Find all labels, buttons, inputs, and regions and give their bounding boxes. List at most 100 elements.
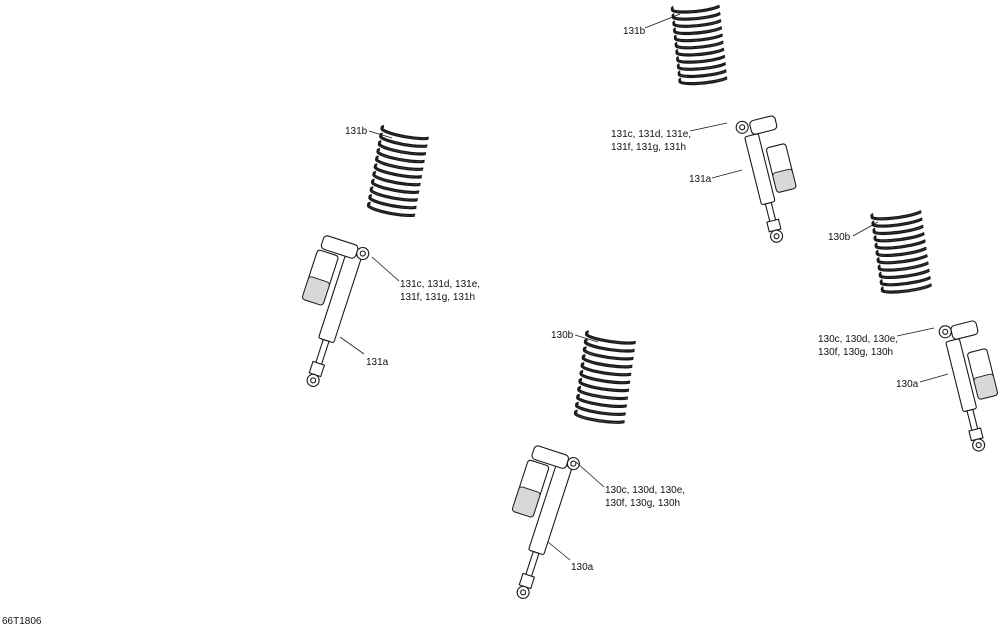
label-shock-right: 130a [896, 379, 919, 390]
spring-coil-front [580, 361, 632, 375]
spring-coil-inner [676, 56, 726, 64]
spring-coil-inner [372, 172, 421, 187]
spring-coil-inner [672, 20, 722, 28]
spring-coil-inner [377, 141, 426, 156]
spring-coil-inner [583, 339, 635, 353]
shock-absorber-130a-center [511, 445, 580, 599]
spring-coil-inner [573, 411, 625, 424]
spring-coil-inner [674, 42, 724, 50]
spring-coil-inner [380, 126, 429, 141]
spring-coil-inner [370, 180, 420, 194]
coil-spring-130b-center [573, 330, 636, 424]
label-hw-center-line1: 130c, 130d, 130e, [605, 485, 685, 496]
coil-spring-130b-right [870, 209, 933, 294]
spring-coil-front [871, 217, 923, 227]
spring-coil-inner [577, 387, 628, 401]
spring-coil-inner [879, 277, 932, 287]
spring-coil-inner [675, 49, 725, 57]
spring-coil-inner [877, 262, 929, 272]
spring-coil-front [585, 330, 636, 344]
spring-coil-inner [368, 195, 417, 210]
spring-coil-front [380, 124, 429, 139]
spring-coil-front [873, 231, 925, 241]
label-hw-right-line2: 130f, 130g, 130h [818, 347, 893, 358]
label-hw-left-line1: 131c, 131d, 131e, [400, 279, 480, 290]
spring-coil-inner [580, 363, 632, 377]
spring-coil-inner [880, 284, 933, 294]
label-spring-center: 130b [551, 330, 574, 341]
shock-absorber-131a-left [301, 235, 370, 387]
spring-coil-inner [579, 371, 631, 385]
spring-coil-inner [581, 355, 633, 369]
spring-coil-front [877, 261, 929, 271]
spring-coil-front [579, 369, 631, 383]
spring-coil-front [371, 178, 420, 193]
spring-coil-front [372, 170, 421, 185]
spring-coil-front [874, 239, 926, 249]
label-spring-top: 131b [623, 26, 646, 37]
leader-shock-top [711, 169, 743, 179]
spring-coil-front [872, 224, 924, 234]
leader-spring-right [852, 221, 879, 237]
spring-coil-inner [872, 226, 924, 236]
coil-spring-131b-left [366, 124, 429, 218]
spring-coil-front [879, 275, 931, 285]
spring-coil-inner [574, 403, 626, 416]
leader-shock-right [919, 373, 949, 383]
shock-absorber-131a-top [735, 115, 797, 243]
spring-coil-inner [374, 157, 424, 171]
label-hw-right-line1: 130c, 130d, 130e, [818, 334, 898, 345]
leader-shock-center [547, 541, 571, 561]
leader-spring-center [574, 334, 599, 343]
spring-coil-inner [670, 6, 721, 14]
spring-coil-inner [366, 203, 416, 218]
spring-coil-front [576, 393, 628, 407]
label-hw-top-line2: 131f, 131g, 131h [611, 142, 686, 153]
spring-coil-front [875, 246, 927, 256]
spring-coil-front [584, 338, 635, 351]
shock-absorber-130a-right [938, 320, 998, 452]
spring-coil-inner [876, 255, 928, 265]
spring-coil-front [670, 4, 720, 13]
leader-spring-left [368, 130, 393, 139]
leader-shock-left [339, 336, 365, 355]
spring-coil-front [581, 354, 633, 367]
label-hw-center-line2: 130f, 130g, 130h [605, 498, 680, 509]
spring-coil-front [575, 401, 626, 415]
spring-coil-inner [678, 77, 728, 86]
spring-coil-front [369, 186, 419, 201]
spring-coil-inner [673, 27, 723, 36]
leader-spring-top [644, 13, 681, 29]
leader-hw-center [575, 461, 605, 488]
spring-coil-inner [379, 134, 428, 148]
spring-coil-front [376, 147, 425, 162]
spring-coil-front [375, 155, 424, 170]
spring-coil-inner [676, 63, 727, 71]
spring-coil-inner [875, 248, 927, 258]
label-hw-left-line2: 131f, 131g, 131h [400, 292, 475, 303]
spring-coil-front [582, 346, 634, 359]
diagram-id: 66T1806 [2, 616, 42, 627]
spring-coil-front [876, 253, 928, 263]
spring-coil-inner [673, 34, 724, 43]
spring-coil-inner [373, 164, 422, 179]
spring-coil-front [367, 201, 416, 216]
spring-coil-inner [578, 379, 630, 393]
coil-spring-131b-top [670, 4, 728, 86]
spring-coil-inner [878, 270, 930, 280]
label-spring-right: 130b [828, 232, 851, 243]
label-shock-center: 130a [571, 562, 594, 573]
spring-coil-front [870, 209, 922, 219]
spring-coil-inner [873, 233, 925, 243]
spring-coil-inner [369, 187, 418, 202]
spring-coil-front [373, 163, 423, 178]
spring-coil-inner [576, 395, 627, 409]
spring-coil-front [578, 377, 630, 391]
spring-coil-front [377, 140, 427, 155]
spring-coil-front [368, 193, 417, 208]
spring-coil-front [577, 385, 629, 399]
spring-coil-inner [376, 149, 425, 164]
leader-hw-left [371, 256, 400, 282]
label-shock-top: 131a [689, 174, 712, 185]
label-shock-left: 131a [366, 357, 389, 368]
